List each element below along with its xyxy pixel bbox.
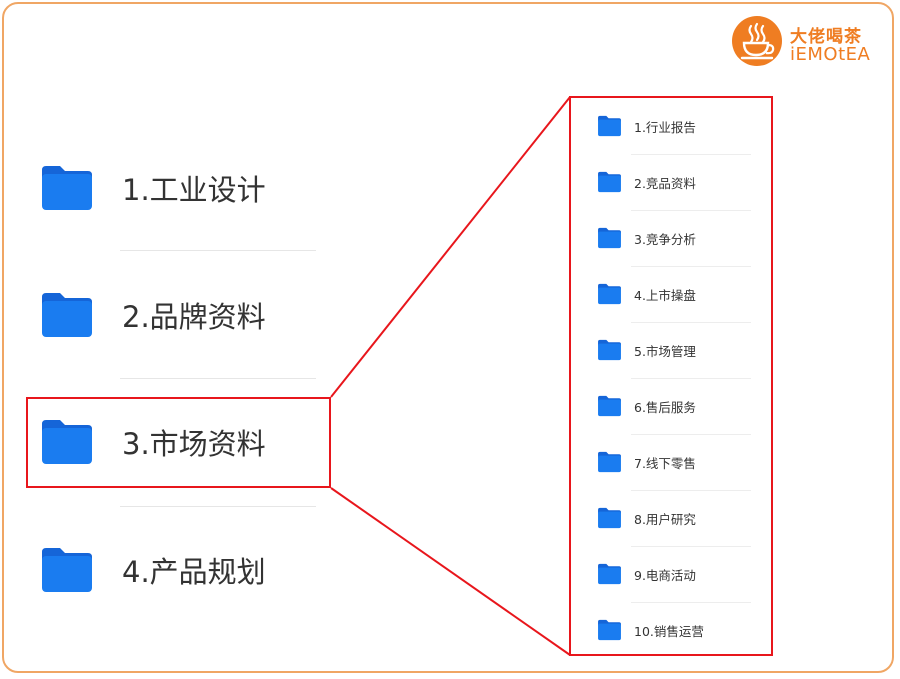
selection-highlight <box>26 397 331 488</box>
folder-icon <box>598 619 621 641</box>
subfolder-label: 10.销售运营 <box>634 623 704 639</box>
divider <box>631 210 751 211</box>
subfolder-item[interactable]: 5.市场管理 <box>597 335 767 365</box>
subfolder-label: 3.竞争分析 <box>634 231 696 247</box>
subfolder-item[interactable]: 1.行业报告 <box>597 111 767 141</box>
page-frame <box>2 2 894 673</box>
main-folder-label: 2.品牌资料 <box>122 300 266 334</box>
subfolder-label: 9.电商活动 <box>634 567 696 583</box>
folder-icon <box>42 548 92 592</box>
divider <box>631 266 751 267</box>
folder-icon <box>598 115 621 137</box>
brand-name-cn: 大佬喝茶 <box>790 27 862 47</box>
subfolder-item[interactable]: 7.线下零售 <box>597 447 767 477</box>
divider <box>120 506 316 507</box>
folder-icon <box>42 293 92 337</box>
divider <box>631 378 751 379</box>
subfolder-label: 8.用户研究 <box>634 511 696 527</box>
folder-icon <box>598 563 621 585</box>
divider <box>631 434 751 435</box>
main-folder-label: 3.市场资料 <box>122 427 266 461</box>
divider <box>631 602 751 603</box>
folder-icon <box>42 420 92 464</box>
subfolder-item[interactable]: 4.上市操盘 <box>597 279 767 309</box>
folder-icon <box>42 166 92 210</box>
folder-icon <box>598 283 621 305</box>
subfolder-item[interactable]: 6.售后服务 <box>597 391 767 421</box>
divider <box>631 546 751 547</box>
main-folder-item[interactable]: 4.产品规划 <box>40 540 320 600</box>
subfolder-label: 2.竞品资料 <box>634 175 696 191</box>
brand-name-en: iEMOtEA <box>790 44 871 65</box>
subfolder-label: 1.行业报告 <box>634 119 696 135</box>
subfolder-item[interactable]: 2.竞品资料 <box>597 167 767 197</box>
divider <box>120 378 316 379</box>
subfolder-label: 5.市场管理 <box>634 343 696 359</box>
main-folder-item[interactable]: 2.品牌资料 <box>40 285 320 345</box>
main-folder-item-highlighted[interactable]: 3.市场资料 <box>40 412 320 472</box>
tea-cup-icon <box>732 16 782 66</box>
subfolder-label: 6.售后服务 <box>634 399 696 415</box>
divider <box>120 250 316 251</box>
divider <box>631 490 751 491</box>
subfolder-panel: 1.行业报告 2.竞品资料 3.竞争分析 4.上市操盘 5.市场管理 <box>569 96 773 656</box>
main-folder-label: 4.产品规划 <box>122 555 266 589</box>
subfolder-item[interactable]: 9.电商活动 <box>597 559 767 589</box>
folder-icon <box>598 507 621 529</box>
folder-icon <box>598 339 621 361</box>
subfolder-label: 4.上市操盘 <box>634 287 696 303</box>
folder-icon <box>598 171 621 193</box>
folder-icon <box>598 451 621 473</box>
brand-logo: 大佬喝茶 iEMOtEA <box>732 16 882 72</box>
subfolder-label: 7.线下零售 <box>634 455 696 471</box>
folder-icon <box>598 227 621 249</box>
main-folder-item[interactable]: 1.工业设计 <box>40 158 320 218</box>
folder-icon <box>598 395 621 417</box>
subfolder-item[interactable]: 3.竞争分析 <box>597 223 767 253</box>
main-folder-label: 1.工业设计 <box>122 173 266 207</box>
divider <box>631 322 751 323</box>
subfolder-item[interactable]: 10.销售运营 <box>597 615 767 645</box>
subfolder-item[interactable]: 8.用户研究 <box>597 503 767 533</box>
divider <box>631 154 751 155</box>
